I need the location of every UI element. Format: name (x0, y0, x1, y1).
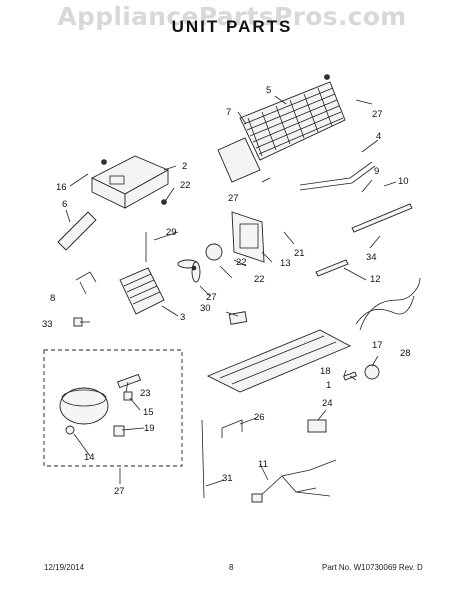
callout-11: 11 (258, 459, 268, 470)
callout-32: 30 (200, 303, 211, 314)
callout-35: 34 (366, 252, 377, 263)
callout-27b: 27 (228, 193, 239, 204)
sensor-wire (75, 271, 97, 283)
screw-16 (101, 159, 107, 165)
leader-lines (65, 95, 397, 487)
condenser-grid (119, 267, 165, 315)
callout-8: 8 (50, 293, 55, 304)
compressor-group-box (43, 349, 183, 467)
callout-14: 14 (84, 452, 95, 463)
callout-5: 5 (266, 85, 271, 96)
wire-harness (251, 459, 337, 503)
callout-2: 2 (182, 161, 187, 172)
bracket-26 (221, 419, 243, 438)
capacitor (57, 211, 97, 251)
callout-18: 18 (320, 366, 331, 377)
fan-motor (205, 243, 223, 261)
callout-1: 1 (326, 380, 331, 391)
callout-19: 19 (144, 423, 155, 434)
callout-24: 23 (140, 388, 151, 399)
footer-page-number: 8 (229, 563, 234, 572)
footer-part-number: Part No. W10730069 Rev. D (322, 563, 423, 572)
tube-35 (351, 203, 413, 233)
callout-33: 31 (222, 473, 233, 484)
callout-10: 10 (398, 176, 409, 187)
callout-15: 15 (143, 407, 154, 418)
part-15 (123, 391, 133, 401)
callout-22b: 22 (236, 257, 247, 268)
part-17 (364, 364, 380, 380)
callout-27a: 27 (372, 109, 383, 120)
pad-25 (307, 419, 327, 433)
fan-blade (177, 259, 201, 283)
callout-16: 16 (56, 182, 67, 193)
callout-29: 27 (206, 292, 217, 303)
callout-23: 22 (254, 274, 265, 285)
callout-26: 26 (254, 412, 265, 423)
rod-33 (201, 419, 205, 499)
callout-labels: 7 5 27 4 2 22 16 27 9 10 6 29 21 13 22 2… (42, 85, 411, 497)
callout-4: 4 (376, 131, 381, 142)
callout-13: 13 (280, 258, 291, 269)
callout-34: 33 (42, 319, 53, 330)
screw-22a (161, 199, 167, 205)
page-title: UNIT PARTS (171, 17, 293, 36)
callout-25: 24 (322, 398, 333, 409)
footer-date: 12/19/2014 (44, 563, 85, 572)
compressor (59, 387, 109, 435)
callout-17: 17 (372, 340, 383, 351)
drain-tube (315, 259, 349, 277)
part-19 (113, 425, 125, 437)
callout-3: 3 (180, 312, 185, 323)
condenser-coil (217, 74, 346, 183)
callout-6: 6 (62, 199, 67, 210)
base-plate (206, 329, 352, 393)
fan-shroud (231, 211, 265, 263)
callout-22a: 22 (180, 180, 191, 191)
callout-12: 12 (370, 274, 381, 285)
site-watermark: AppliancePartsPros.com (57, 2, 407, 31)
callout-7: 7 (226, 107, 231, 118)
callout-31: 29 (166, 227, 177, 238)
callout-9: 9 (374, 166, 379, 177)
callout-30: 28 (400, 348, 411, 359)
control-box (90, 155, 170, 209)
relay-24 (117, 373, 141, 389)
dryer-coil (355, 277, 421, 331)
callout-21: 21 (294, 248, 305, 259)
condenser-tube (299, 161, 376, 191)
callout-28: 27 (114, 486, 125, 497)
